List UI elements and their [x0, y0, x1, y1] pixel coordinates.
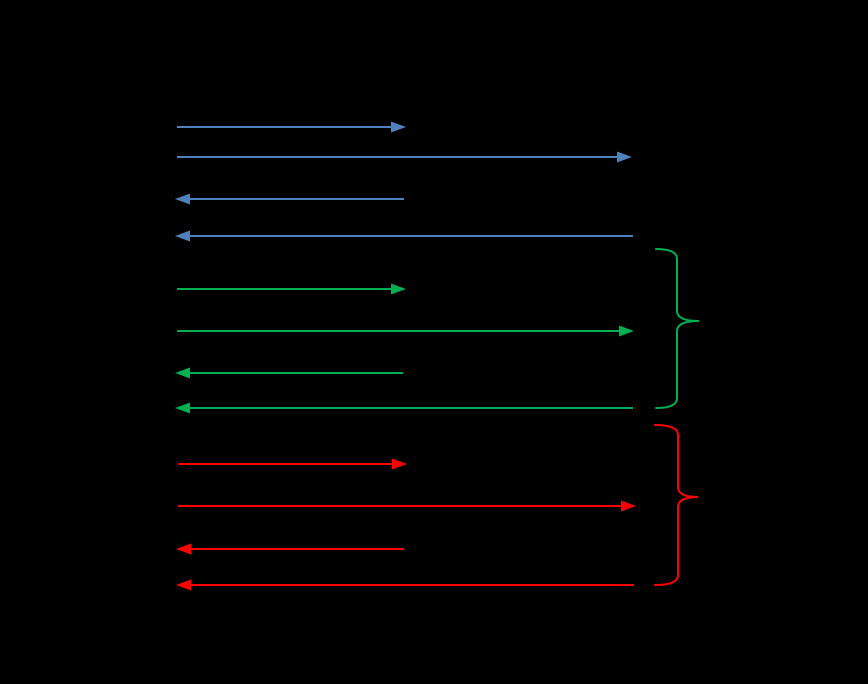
arrowhead-right-icon: [391, 121, 406, 133]
arrow-red-short-left: [176, 543, 404, 555]
arrowhead-left-icon: [176, 543, 191, 555]
arrow-red-short-right: [178, 458, 407, 470]
arrow-blue-long-right: [177, 151, 632, 163]
arrowhead-right-icon: [617, 151, 632, 163]
arrow-red-long-right: [178, 500, 636, 512]
arrowhead-left-icon: [175, 367, 190, 379]
arrowhead-right-icon: [392, 458, 407, 470]
arrow-red-long-left: [176, 579, 634, 591]
brace-green: [655, 248, 700, 409]
arrow-green-long-left: [175, 402, 633, 414]
arrow-blue-long-left: [175, 230, 633, 242]
arrowhead-right-icon: [621, 500, 636, 512]
brace-red: [654, 424, 699, 586]
arrow-blue-short-left: [175, 193, 404, 205]
arrowhead-left-icon: [175, 193, 190, 205]
arrowhead-left-icon: [175, 230, 190, 242]
arrowhead-right-icon: [619, 325, 634, 337]
arrowhead-left-icon: [176, 579, 191, 591]
arrowhead-left-icon: [175, 402, 190, 414]
arrowhead-right-icon: [391, 283, 406, 295]
arrow-green-short-left: [175, 367, 403, 379]
arrow-blue-short-right: [177, 121, 406, 133]
arrow-green-short-right: [177, 283, 406, 295]
arrow-green-long-right: [177, 325, 634, 337]
